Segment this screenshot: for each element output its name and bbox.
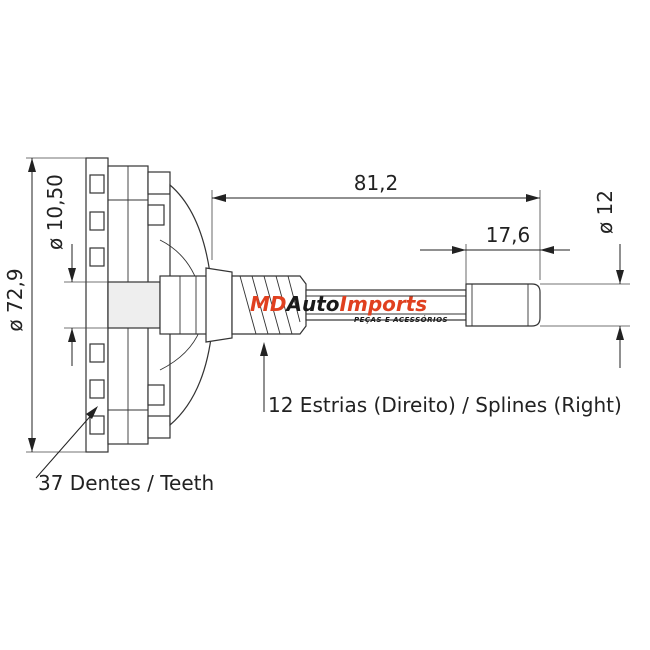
cam-lobe-bottom bbox=[147, 415, 171, 439]
brand-logo: MDAutoImports PEÇAS E ACESSÓRIOS bbox=[250, 292, 448, 324]
svg-text:MDAutoImports: MDAutoImports bbox=[250, 292, 427, 316]
teeth-note: 37 Dentes / Teeth bbox=[38, 471, 214, 495]
cam-lobe-top bbox=[147, 171, 171, 195]
dim-hub-diameter: ø 10,50 bbox=[43, 174, 108, 366]
logo-md: MD bbox=[250, 292, 287, 316]
hub-nut bbox=[205, 267, 233, 343]
dim-end-length: 17,6 bbox=[420, 223, 570, 284]
shaft-end bbox=[465, 283, 541, 327]
dim-outer-diameter: ø 72,9 bbox=[3, 157, 86, 453]
logo-tagline: PEÇAS E ACESSÓRIOS bbox=[354, 315, 448, 324]
hub-collar bbox=[159, 275, 213, 335]
splines-note: 12 Estrias (Direito) / Splines (Right) bbox=[268, 393, 622, 417]
dim-total-length-label: 81,2 bbox=[354, 171, 399, 195]
teeth-leader: 37 Dentes / Teeth bbox=[35, 406, 214, 495]
dim-total-length: 81,2 bbox=[211, 171, 541, 280]
shaft-body bbox=[305, 289, 467, 321]
gear-teeth bbox=[89, 174, 105, 435]
spline-pinion bbox=[231, 275, 307, 335]
logo-imports: Imports bbox=[340, 292, 428, 316]
dim-hub-diameter-label: ø 10,50 bbox=[43, 174, 67, 250]
logo-auto: Auto bbox=[285, 292, 340, 316]
splines-leader: 12 Estrias (Direito) / Splines (Right) bbox=[260, 342, 622, 417]
hub-bore bbox=[107, 281, 161, 329]
dim-outer-diameter-label: ø 72,9 bbox=[3, 268, 27, 331]
dim-shaft-diameter-label: ø 12 bbox=[593, 190, 617, 234]
dim-end-length-label: 17,6 bbox=[486, 223, 531, 247]
dim-shaft-diameter: ø 12 bbox=[540, 190, 630, 368]
shaft bbox=[305, 283, 541, 327]
gear-body bbox=[85, 157, 233, 453]
